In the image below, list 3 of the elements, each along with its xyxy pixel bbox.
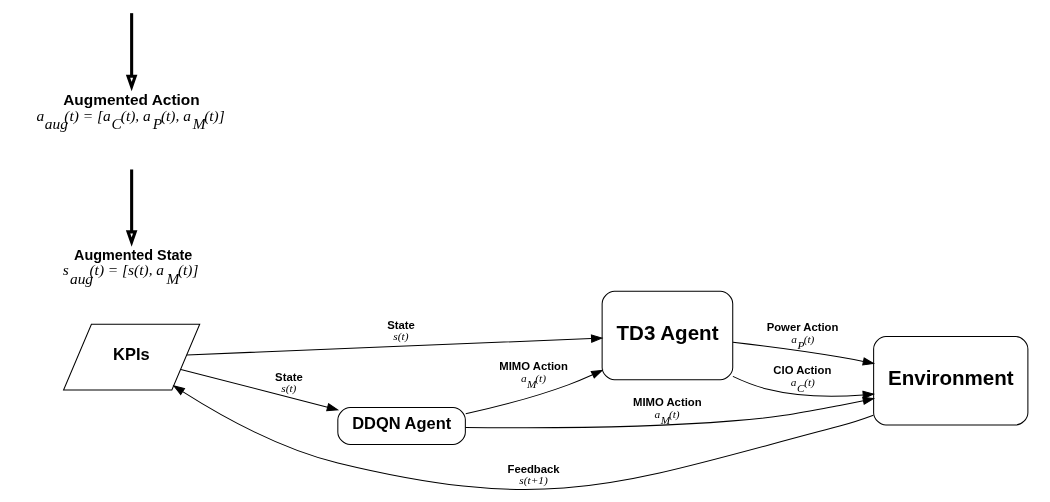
edge-label: State s(t) [275,370,303,394]
edge-label: State s(t) [387,319,415,343]
edge-label: Feedback s(t+1) [507,463,560,487]
